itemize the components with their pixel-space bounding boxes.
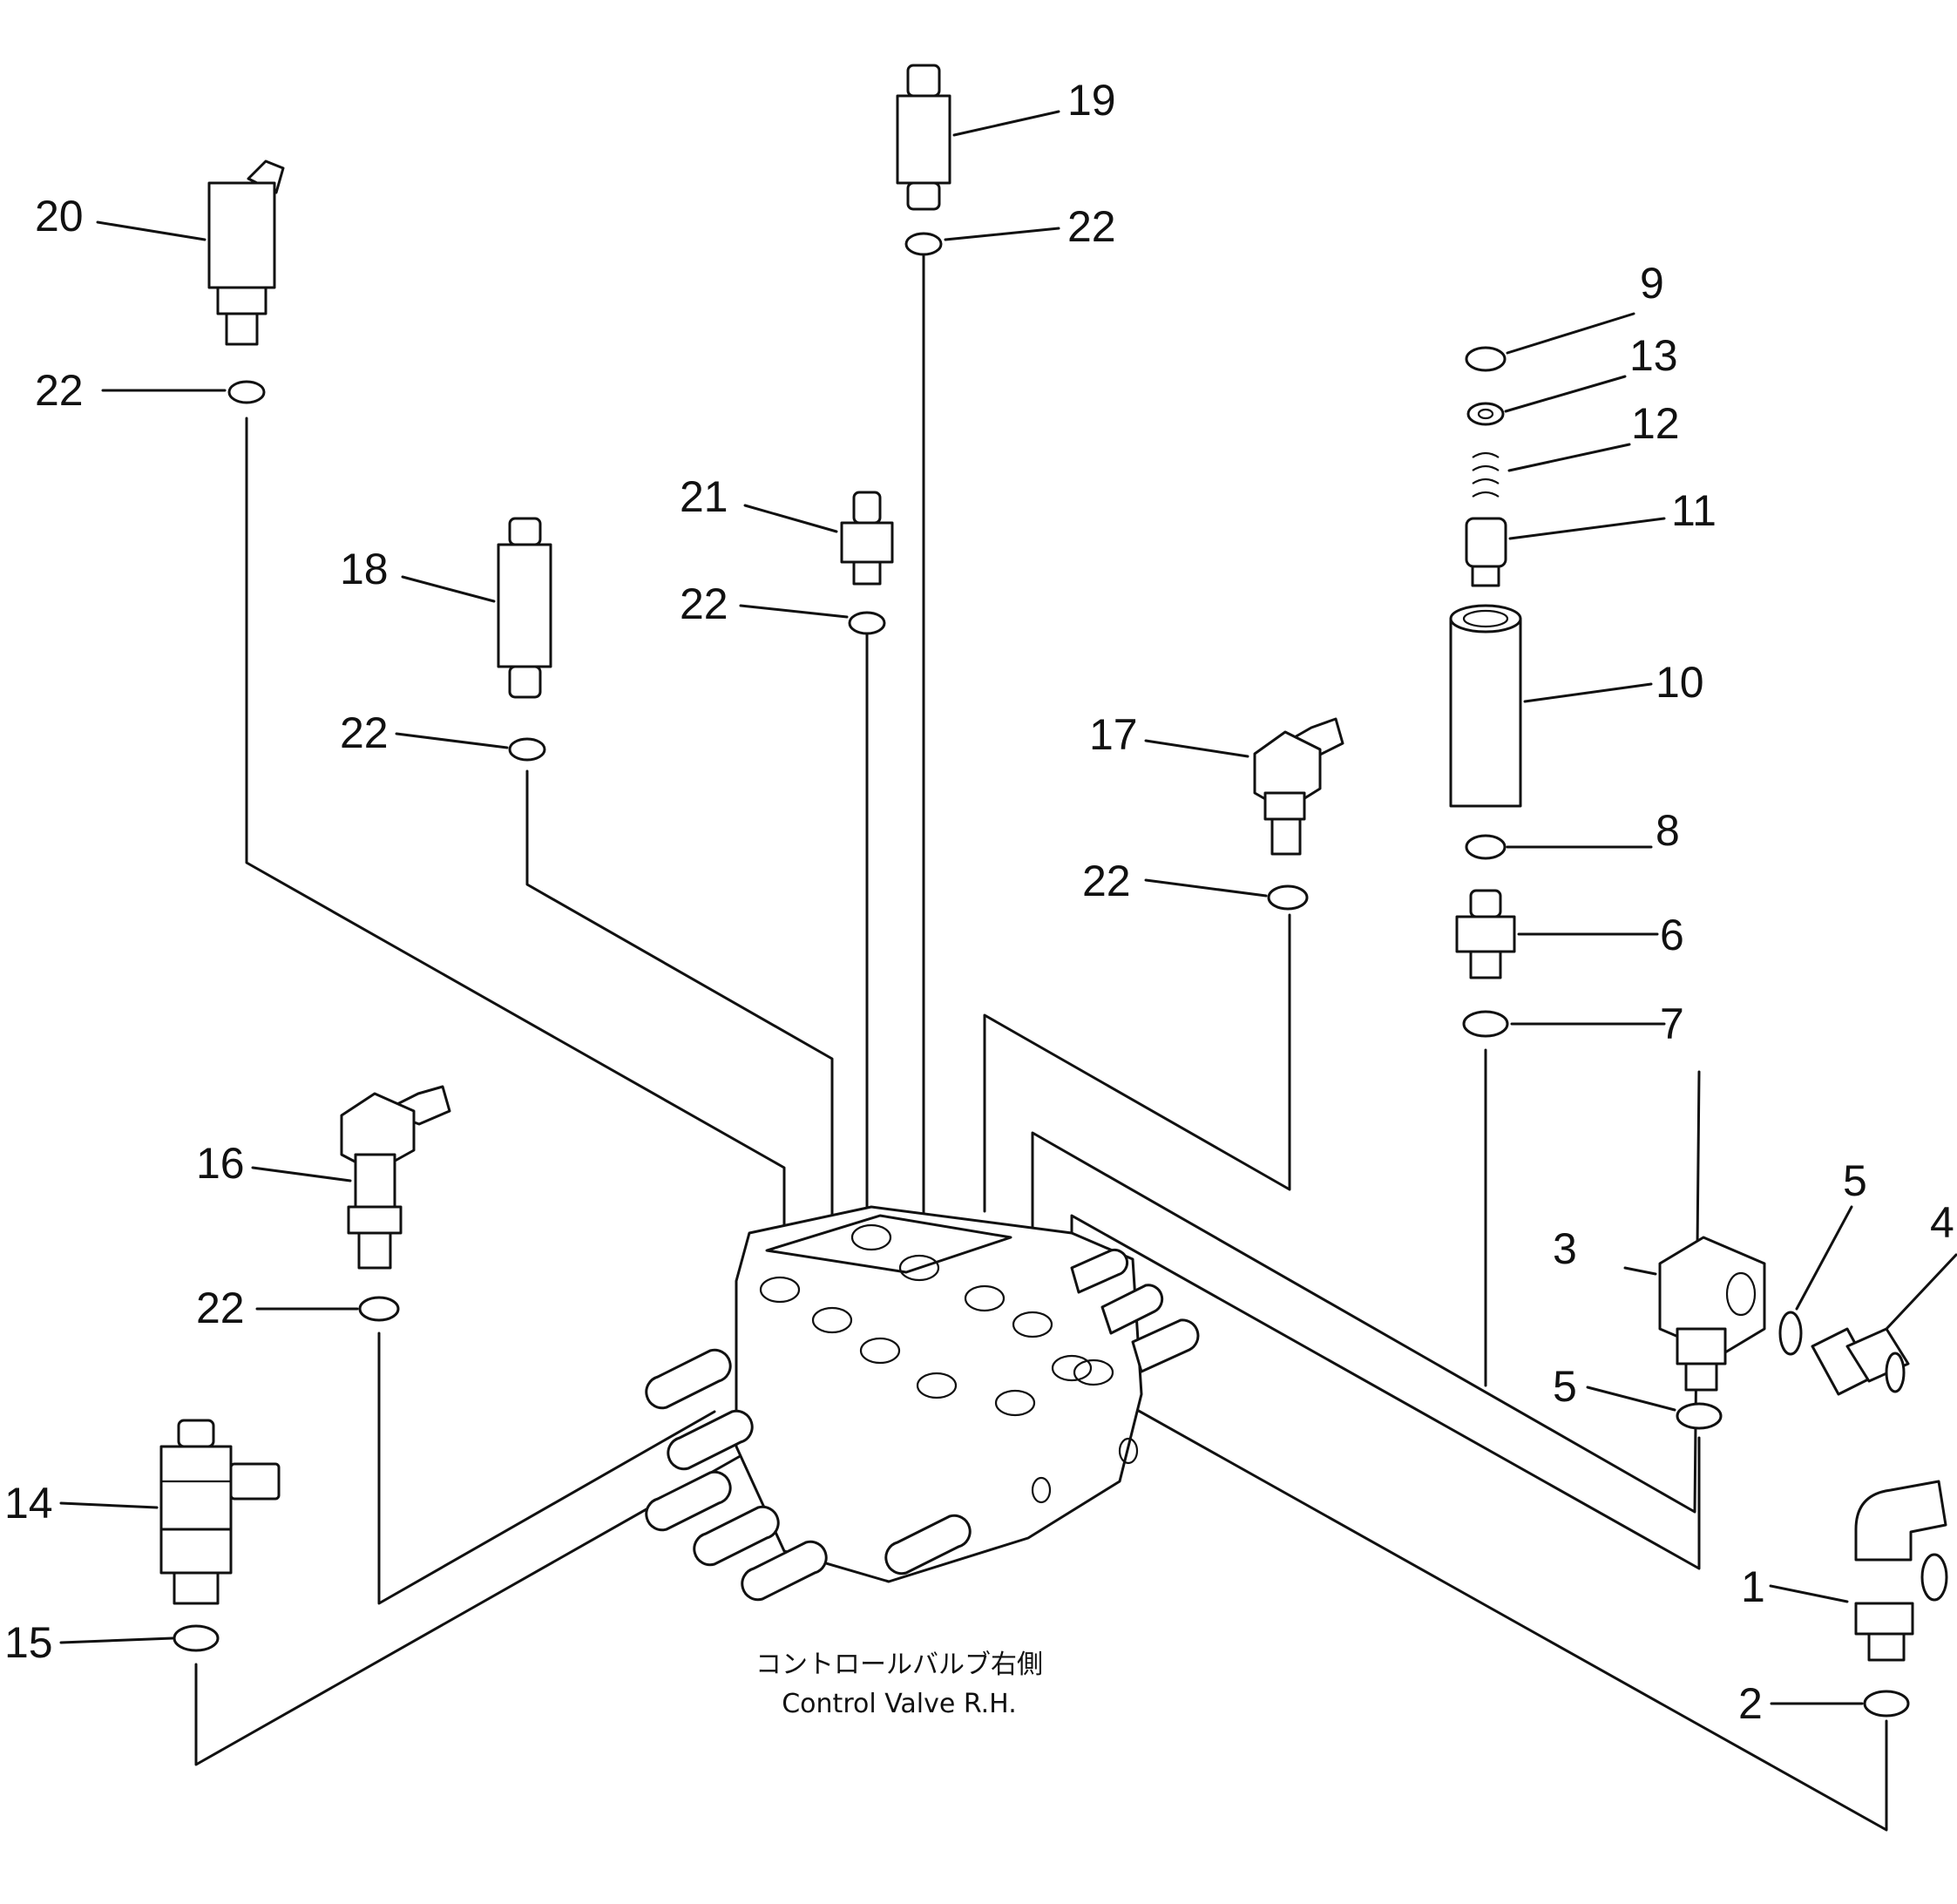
part-17-elbow-fitting: [1253, 717, 1344, 856]
callout-5-lower: 5: [1553, 1362, 1577, 1411]
callout-2: 2: [1738, 1679, 1763, 1728]
callout-11: 11: [1671, 486, 1717, 535]
callout-22-upper-left: 22: [35, 366, 84, 415]
callout-4: 4: [1930, 1198, 1954, 1247]
callout-18: 18: [340, 545, 389, 593]
o-ring-22-lower-left: [358, 1296, 400, 1322]
callout-19: 19: [1067, 76, 1116, 125]
part-20-elbow-fitting: [207, 159, 285, 346]
callout-3: 3: [1553, 1224, 1577, 1273]
callout-10: 10: [1656, 658, 1704, 707]
callout-22-center: 22: [680, 579, 728, 628]
part-15-o-ring: [173, 1624, 220, 1652]
part-18-relief-valve: [497, 517, 552, 699]
callout-22-right: 22: [1082, 857, 1131, 905]
part-13-washer: [1466, 402, 1505, 426]
callout-22-mid-left: 22: [340, 708, 389, 757]
part-2-o-ring: [1863, 1690, 1910, 1718]
part-9-snap-ring: [1465, 346, 1507, 372]
part-21-plug: [840, 491, 894, 586]
control-valve-body: [645, 1205, 1200, 1602]
callout-labels: 19 22 20 22 21 22 18 22 17 22 9 13 12 11…: [4, 76, 1954, 1728]
callout-6: 6: [1660, 911, 1684, 959]
callout-15: 15: [4, 1618, 53, 1667]
callout-16: 16: [196, 1139, 245, 1188]
callout-13: 13: [1629, 331, 1678, 380]
callout-21: 21: [680, 472, 728, 521]
part-5-o-ring-a: [1778, 1311, 1803, 1356]
part-5-o-ring-b: [1676, 1402, 1723, 1430]
assembly-lines: [194, 251, 1888, 1832]
o-ring-22-upper-left: [227, 380, 266, 404]
callout-8: 8: [1656, 806, 1680, 855]
o-ring-22-mid-left: [508, 737, 546, 762]
callout-7: 7: [1660, 999, 1684, 1048]
part-8-o-ring: [1465, 834, 1507, 860]
leader-lines: [59, 110, 1957, 1705]
callout-22-lower-left: 22: [196, 1284, 245, 1332]
callout-14: 14: [4, 1479, 53, 1528]
part-6-plug: [1455, 889, 1516, 979]
callout-9: 9: [1640, 259, 1664, 308]
callout-1: 1: [1741, 1562, 1765, 1611]
part-4-connector: [1811, 1327, 1910, 1396]
callout-22-top: 22: [1067, 202, 1116, 251]
o-ring-22-center: [848, 611, 886, 635]
part-1-elbow: [1854, 1480, 1948, 1662]
part-16-elbow-fitting: [340, 1085, 451, 1270]
part-10-sleeve: [1449, 604, 1522, 808]
callout-5-upper: 5: [1843, 1156, 1867, 1205]
part-14-tee-fitting: [159, 1419, 281, 1605]
part-19-relief-valve: [896, 64, 951, 211]
callout-20: 20: [35, 192, 84, 241]
part-11-poppet: [1465, 517, 1507, 587]
part-7-o-ring: [1462, 1010, 1509, 1038]
callout-17: 17: [1089, 710, 1138, 759]
o-ring-22-top: [904, 232, 943, 256]
part-3-elbow-adapter: [1658, 1236, 1766, 1392]
caption-japanese: コントロールバルブ右側: [755, 1650, 1043, 1680]
callout-12: 12: [1631, 399, 1680, 448]
caption-english: Control Valve R.H.: [782, 1689, 1017, 1719]
part-12-spring: [1472, 451, 1500, 498]
o-ring-22-right: [1267, 884, 1309, 911]
